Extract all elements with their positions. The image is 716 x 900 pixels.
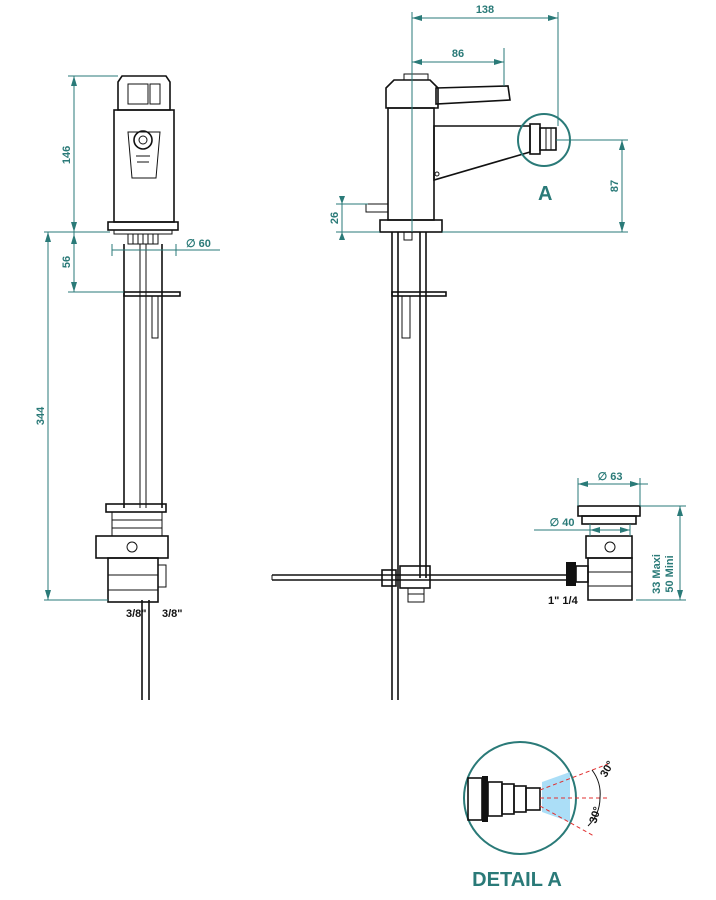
dim-344: 344 xyxy=(35,406,47,425)
detail-title: DETAIL A xyxy=(472,869,562,891)
dim-146: 146 xyxy=(61,146,73,164)
dim-138: 138 xyxy=(476,4,494,16)
front-view-labels: 146 56 344 ∅ 60 3/8" 3/8" xyxy=(35,146,211,620)
thread-label-right: 3/8" xyxy=(162,608,183,620)
dim-56: 56 xyxy=(61,256,73,268)
dim-diameter-60: ∅ 60 xyxy=(186,238,211,250)
side-view xyxy=(271,12,686,700)
dim-diameter-40: ∅ 40 xyxy=(550,517,575,529)
dim-26: 26 xyxy=(329,212,341,224)
dim-86: 86 xyxy=(452,48,464,60)
side-view-labels: 138 86 87 26 ∅ 63 ∅ 40 33 Maxi 50 Mini 1… xyxy=(329,4,676,607)
dim-diameter-63: ∅ 63 xyxy=(598,471,623,483)
angle-label-bottom: 30° xyxy=(587,805,604,825)
dim-33-maxi: 33 Maxi xyxy=(651,554,663,594)
detail-a-labels: 30° 30° DETAIL A xyxy=(472,759,617,891)
thread-label-left: 3/8" xyxy=(126,608,147,620)
dim-87: 87 xyxy=(609,180,621,192)
callout-a: A xyxy=(538,183,552,205)
angle-label-top: 30° xyxy=(598,759,617,779)
detail-a xyxy=(463,741,609,855)
dim-50-mini: 50 Mini xyxy=(664,555,676,592)
front-view xyxy=(44,75,220,700)
waste-thread-label: 1" 1/4 xyxy=(548,595,579,607)
spray-cone xyxy=(542,772,570,822)
